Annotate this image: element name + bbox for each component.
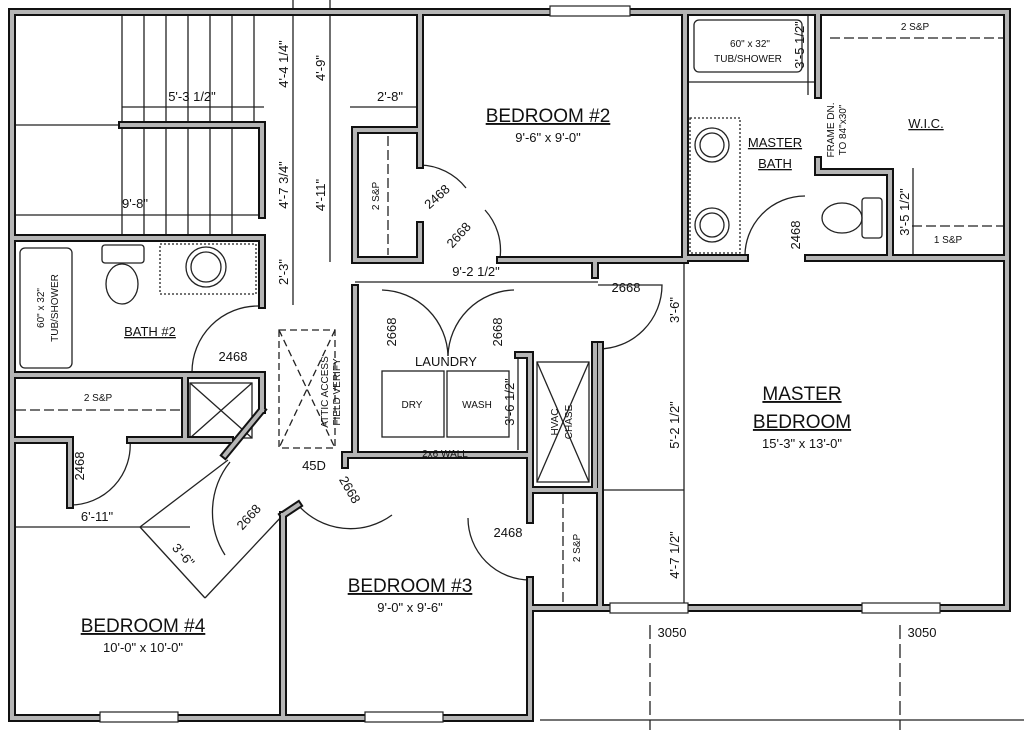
room-bedroom-3: BEDROOM #3 [348, 576, 473, 597]
dim-4-9: 4'-9" [313, 55, 328, 81]
door-bed3-closet: 2468 [494, 525, 523, 540]
room-bath-2: BATH #2 [124, 324, 176, 339]
wic-shelf-bottom: 1 S&P [934, 235, 963, 246]
field-verify-label: FIELD VERIFY [332, 358, 343, 426]
washer-label: WASH [462, 400, 492, 411]
frame-size-label: TO 84"x30" [838, 104, 849, 155]
door-hall-master: 2668 [612, 280, 641, 295]
room-master-bath-line1: MASTER [748, 135, 802, 150]
hall-closet-shelf: 2 S&P [84, 393, 113, 404]
tub-bath2-size: 60" x 32" [36, 288, 47, 328]
room-master-line2: BEDROOM [753, 412, 851, 433]
dim-4-4: 4'-4 1/4" [276, 40, 291, 88]
dim-4-7: 4'-7 3/4" [276, 161, 291, 209]
walls [8, 8, 1011, 722]
dim-9-2: 9'-2 1/2" [452, 264, 500, 279]
door-master-bath: 2468 [788, 221, 803, 250]
dim-3-5-tub: 3'-5 1/2" [792, 21, 807, 69]
room-bedroom-3-size: 9'-0" x 9'-6" [377, 600, 443, 615]
dim-2-8: 2'-8" [377, 89, 403, 104]
tub-bath2-label: TUB/SHOWER [50, 274, 61, 342]
door-bed2-closet: 2468 [421, 181, 453, 211]
door-bed2-entry: 2668 [443, 219, 473, 251]
dim-stair-top: 5'-3 1/2" [168, 89, 216, 104]
bed2-closet-shelf: 2 S&P [371, 182, 382, 211]
dim-3-5-wic: 3'-5 1/2" [897, 188, 912, 236]
wall-segment [222, 407, 265, 458]
window-tag-1: 3050 [658, 625, 687, 640]
frame-down-label: FRAME DN. [826, 103, 837, 158]
room-master-line1: MASTER [762, 384, 841, 405]
room-bedroom-4: BEDROOM #4 [81, 616, 206, 637]
bed3-closet-shelf: 2 S&P [572, 534, 583, 563]
door-bed4-entry: 2668 [233, 501, 263, 533]
room-bedroom-4-size: 10'-0" x 10'-0" [103, 640, 183, 655]
hvac-chase-label: CHASE [564, 404, 575, 439]
dim-5-2: 5'-2 1/2" [667, 401, 682, 449]
door-bath2: 2468 [219, 349, 248, 364]
wic-shelf-top: 2 S&P [901, 22, 930, 33]
room-master-bath-line2: BATH [758, 156, 792, 171]
window-tag-2: 3050 [908, 625, 937, 640]
dim-3-6-hall: 3'-6" [667, 297, 682, 323]
windows [99, 5, 941, 723]
dim-2-3: 2'-3" [276, 259, 291, 285]
dim-3-6-laundry: 3'-6 1/2" [502, 378, 517, 426]
tub-master-size: 60" x 32" [730, 39, 770, 50]
wall-segment [280, 502, 301, 518]
door-bed4-closet: 2468 [72, 452, 87, 481]
attic-access-label: ATTIC ACCESS [320, 356, 331, 428]
hvac-label: HVAC [550, 408, 561, 435]
dryer-label: DRY [402, 400, 423, 411]
dim-stair-width: 9'-8" [122, 196, 148, 211]
dim-4-7-master: 4'-7 1/2" [667, 531, 682, 579]
door-laundry-right: 2668 [490, 318, 505, 347]
tub-master-label: TUB/SHOWER [714, 54, 782, 65]
dim-6-11: 6'-11" [81, 509, 114, 524]
room-bedroom-2: BEDROOM #2 [486, 106, 611, 127]
door-bed3-entry: 2668 [336, 473, 363, 506]
door-laundry-left: 2668 [384, 318, 399, 347]
door-angle: 45D [302, 458, 326, 473]
room-master-size: 15'-3" x 13'-0" [762, 436, 842, 451]
room-bedroom-2-size: 9'-6" x 9'-0" [515, 130, 581, 145]
dim-4-11: 4'-11" [313, 179, 328, 212]
room-laundry: LAUNDRY [415, 354, 477, 369]
room-wic: W.I.C. [908, 116, 943, 131]
fixture-lines [12, 0, 1024, 730]
wall-2x6-label: 2x6 WALL [422, 449, 468, 460]
dim-3-6-diag: 3'-6" [169, 540, 198, 570]
